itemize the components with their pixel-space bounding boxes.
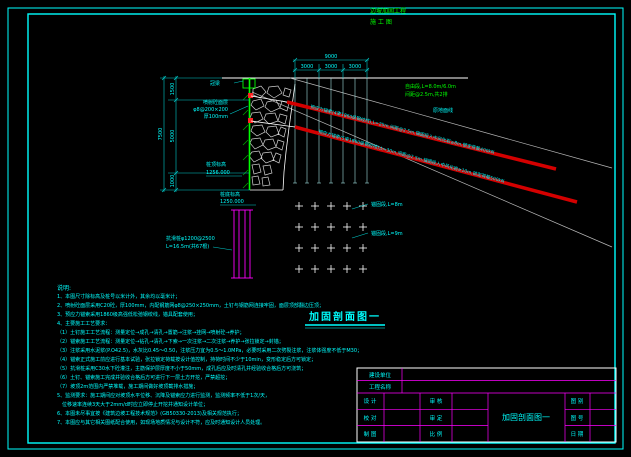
pile-label-2: L=16.5m(共67根) bbox=[166, 243, 209, 250]
titleblock-drawing-name: 加固剖面图一 bbox=[502, 412, 550, 422]
stamp-block: 边坡加固工程 施 工 图 bbox=[370, 7, 406, 26]
cross-grid bbox=[294, 201, 368, 274]
anchor-2-label: 预应力锚索(5束1860级钢绞线),L=30m,间距@2.5m,锚固段入中风化岩… bbox=[317, 128, 505, 185]
anchor-head-2 bbox=[248, 118, 253, 123]
note-line: （1）土钉施工工艺流程：测量定位→成孔→清孔→置筋→注浆→挂网→喷射砼→养护； bbox=[57, 329, 245, 336]
title-block: 建设单位 工程名称 设 计 校 对 制 图 审 核 审 定 比 例 加固剖面图一… bbox=[356, 367, 617, 443]
note-line: 位移速率连续3天大于2mm/d时应立即停止开挖并通知设计单位； bbox=[57, 401, 208, 408]
slope-lines bbox=[251, 77, 613, 248]
note-line: 2、喷射砼面层采用C20砼，厚100mm，内配钢筋网φ8@250×250mm，土… bbox=[57, 302, 324, 309]
note-line: 4、主要施工工艺要求： bbox=[57, 320, 110, 327]
elev-bottom-value: 1250.000 bbox=[220, 199, 244, 205]
titleblock-sheet-no-label: 图 号 bbox=[571, 414, 584, 422]
pile-label-1: 抗滑桩φ1200@2500 bbox=[166, 235, 215, 242]
titleblock-check-label: 校 对 bbox=[364, 414, 377, 422]
note-line: 7、本图应与其它相关图纸配合使用，如现场地质情况与设计不符，应及时通知设计人员处… bbox=[57, 419, 265, 426]
shotcrete-label-3: 厚100mm bbox=[204, 114, 228, 120]
stone-hatch bbox=[248, 85, 292, 187]
callouts: 喷射砼面层 φ8@200×200 厚100mm 冠梁 桩顶标高 1256.000… bbox=[166, 80, 456, 251]
notes-block: 说明: 1、本图尺寸除标高及桩号以米计外，其余均以毫米计； 2、喷射砼面层采用C… bbox=[57, 284, 362, 426]
titleblock-approve-label: 审 定 bbox=[430, 414, 443, 422]
bond-length-label-1: 锚固段,L=8m bbox=[371, 201, 403, 208]
bond-length-label-2: 锚固段,L=9m bbox=[371, 230, 403, 237]
crown-beam-label: 冠梁 bbox=[210, 80, 220, 87]
outer-frame bbox=[7, 7, 624, 450]
shotcrete-label-1: 喷射砼面层 bbox=[203, 99, 228, 106]
note-line: （4）锚索正式施工前应进行基本试验，张拉锁定荷载按设计值控制，持荷时间不少于10… bbox=[57, 356, 316, 363]
dim-left-seg-3: 1000 bbox=[170, 175, 176, 188]
titleblock-sheet-type-label: 图 别 bbox=[571, 397, 584, 405]
stamp-line-1: 边坡加固工程 bbox=[370, 7, 406, 15]
elev-top-label: 桩顶标高 bbox=[206, 161, 226, 168]
dim-top-seg-1: 3000 bbox=[301, 64, 314, 70]
shotcrete-label-2: φ8@200×200 bbox=[193, 107, 228, 113]
dim-left-seg-1: 1500 bbox=[170, 83, 176, 96]
anchor-cable-1 bbox=[248, 93, 557, 171]
stamp-line-2: 施 工 图 bbox=[370, 18, 392, 26]
dim-top-overall: 9000 bbox=[325, 54, 338, 60]
note-line: 3、预应力锚索采用1860级高强低松弛钢绞线，锚具配套使用； bbox=[57, 311, 198, 318]
elev-top-value: 1256.000 bbox=[206, 170, 230, 176]
anchor-1-label: 预应力锚索(4束1860级钢绞线),L=25m,间距@2.5m,锚固段入中风化岩… bbox=[310, 103, 496, 156]
main-title-text: 加固剖面图一 bbox=[308, 310, 381, 323]
ground-line-label: 原地面线 bbox=[433, 107, 453, 114]
titleblock-draft-label: 制 图 bbox=[364, 430, 377, 438]
elev-bottom-label: 桩底标高 bbox=[220, 191, 240, 198]
dim-left-seg-2: 5000 bbox=[170, 130, 176, 143]
free-length-label-2: 间距@2.5m,共2排 bbox=[405, 91, 448, 98]
note-line: （6）土钉、锚索施工完成并验收合格后方可进行下一层土方开挖，严禁超挖； bbox=[57, 374, 230, 381]
anchor-head-1 bbox=[248, 93, 253, 98]
titleblock-scale-label: 比 例 bbox=[430, 430, 443, 438]
notes-heading: 说明: bbox=[57, 284, 71, 292]
dim-top-seg-3: 3000 bbox=[349, 64, 362, 70]
inner-frame bbox=[27, 13, 616, 444]
dim-top-seg-2: 3000 bbox=[325, 64, 338, 70]
titleblock-design-label: 设 计 bbox=[364, 397, 377, 405]
titleblock-review-label: 审 核 bbox=[430, 397, 443, 405]
titleblock-owner-label: 建设单位 bbox=[369, 371, 392, 379]
free-length-label-1: 自由段,L=8.0m/6.0m bbox=[405, 83, 456, 90]
note-line: （7）坡顶2m范围内严禁堆载，施工期间做好坡顶截排水措施； bbox=[57, 383, 198, 390]
dimension-left: 1500 5000 1000 7500 bbox=[158, 75, 250, 193]
dimension-top: 3000 3000 3000 9000 bbox=[292, 54, 370, 78]
titleblock-project-label: 工程名称 bbox=[369, 383, 392, 391]
anti-slide-piles bbox=[231, 209, 253, 279]
titleblock-date-label: 日 期 bbox=[571, 431, 584, 438]
soil-hatch-ticks bbox=[242, 94, 249, 189]
crown-beam bbox=[242, 78, 256, 89]
note-line: （3）注浆采用水泥浆(P.O42.5)，水灰比0.45～0.50，注浆压力宜为0… bbox=[57, 347, 362, 354]
note-line: （5）抗滑桩采用C30水下砼灌注，主筋保护层厚度不小于50mm，成孔后应及时清孔… bbox=[57, 365, 306, 372]
note-line: （2）锚索施工工艺流程：测量定位→钻孔→清孔→下索→一次注浆→二次注浆→养护→张… bbox=[57, 338, 284, 345]
note-line: 6、本图未尽事宜按《建筑边坡工程技术规范》(GB50330-2013)及相关规范… bbox=[57, 410, 242, 417]
anchor-cable-2 bbox=[248, 118, 578, 204]
dim-left-overall: 7500 bbox=[158, 128, 164, 141]
note-line: 5、监测要求：施工期间应对坡顶水平位移、沉降及锚索应力进行监测，监测频率不低于1… bbox=[57, 392, 270, 399]
note-line: 1、本图尺寸除标高及桩号以米计外，其余均以毫米计； bbox=[57, 293, 180, 300]
main-title: 加固剖面图一 bbox=[305, 310, 385, 329]
